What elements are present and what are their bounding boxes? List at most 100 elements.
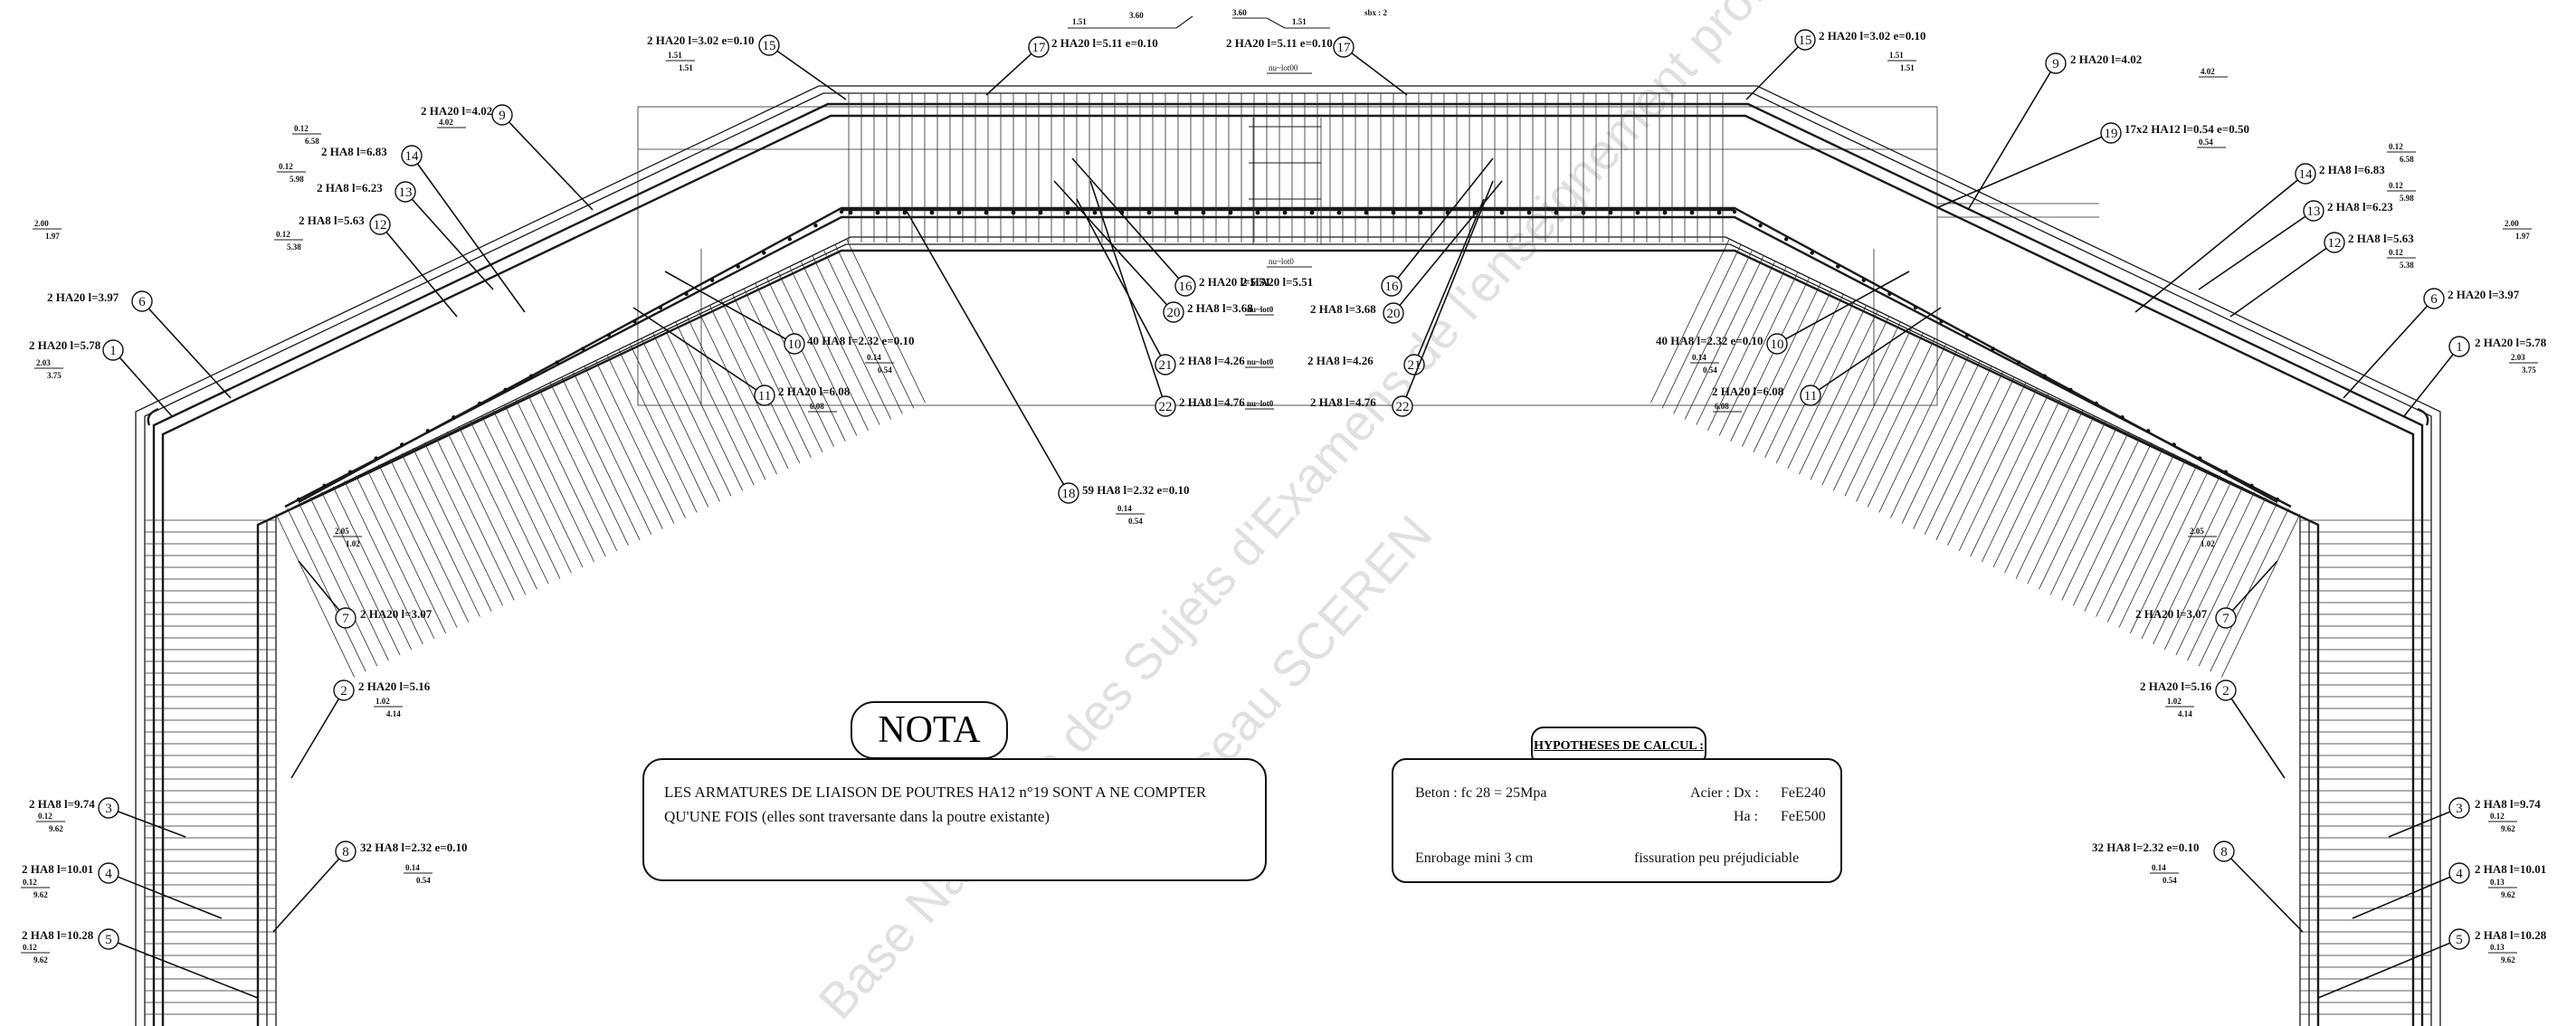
callout-right-12-bubble	[2324, 232, 2345, 253]
callout-left-21-bubble	[1155, 354, 1176, 375]
callout-right-5-label: 2 HA8 l=10.28	[2475, 928, 2547, 942]
callout-right-15-bubble	[1794, 29, 1816, 51]
callout-right-5-dim2: 9.62	[2501, 955, 2515, 964]
callout-left-13-label: 2 HA8 l=6.23	[317, 181, 383, 195]
callout-left-6-label: 2 HA20 l=3.97	[47, 290, 119, 304]
callout-right-19-label: 17x2 HA12 l=0.54 e=0.50	[2124, 122, 2249, 136]
callout-right-21: 212 HA8 l=4.26	[1307, 198, 1485, 375]
callout-left-3: 32 HA8 l=9.740.129.62	[29, 797, 186, 838]
callout-right-7: 72 HA20 l=3.072.051.02	[2135, 527, 2278, 629]
callout-right-22-label: 2 HA8 l=4.76	[1310, 395, 1376, 409]
callout-left-7-number: 7	[342, 612, 349, 626]
callout-right-8-dim2: 0.54	[2163, 876, 2177, 885]
callout-right-12-number: 12	[2328, 236, 2342, 251]
callout-left-13-dim1: 0.12	[279, 162, 293, 171]
callout-left-16-bubble	[1174, 275, 1196, 297]
callout-left-2-dim2: 4.14	[386, 709, 401, 718]
callout-left-17-label: 2 HA20 l=5.11 e=0.10	[1051, 36, 1158, 50]
ha-label: Ha :	[1734, 809, 1759, 824]
callout-right-2-number: 2	[2222, 684, 2229, 698]
callout-right-13-label: 2 HA8 l=6.23	[2327, 200, 2393, 214]
scale-label: sbx : 2	[1364, 8, 1388, 17]
callout-left-4-number: 4	[105, 867, 112, 881]
callout-right-21-label: 2 HA8 l=4.26	[1307, 354, 1374, 367]
callout-right-4-bubble	[2448, 862, 2470, 884]
callout-left-10-bubble	[784, 333, 805, 355]
callout-left-8-bubble	[335, 841, 356, 862]
callout-left-10-number: 10	[788, 337, 802, 352]
dim-3-60-b: 3.60	[1232, 8, 1247, 17]
callout-left-14-number: 14	[405, 149, 420, 164]
callout-left-7-bubble	[335, 607, 356, 629]
callout-right-16: 162 HA20 l=5.51	[1241, 157, 1494, 297]
callout-right-10-dim1: 0.14	[1692, 353, 1706, 362]
callout-left-6-bubble	[131, 290, 153, 312]
callout-left-11-dim1: 6.08	[810, 402, 824, 411]
callout-right-14-number: 14	[2299, 167, 2314, 182]
callout-left-8-number: 8	[342, 845, 349, 860]
callout-right-1-number: 1	[2456, 340, 2463, 355]
callout-left-4: 42 HA8 l=10.010.129.62	[21, 862, 223, 919]
callout-left-4-dim2: 9.62	[33, 890, 48, 899]
callout-right-11-number: 11	[1804, 389, 1817, 404]
callout-left-9-label: 2 HA20 l=4.02	[421, 104, 492, 118]
callout-right-16-label: 2 HA20 l=5.51	[1241, 275, 1313, 289]
callout-right-5-number: 5	[2456, 933, 2463, 947]
callout-left-7-label: 2 HA20 l=3.07	[360, 607, 433, 621]
callout-left-20-label: 2 HA8 l=3.68	[1187, 301, 1253, 315]
callout-right-20-number: 20	[1387, 307, 1401, 321]
callout-left-2-bubble	[333, 679, 355, 701]
callout-left-6-dim1: 2.00	[34, 219, 49, 228]
callout-left-8-dim1: 0.14	[405, 863, 420, 872]
callout-right-5-dim1: 0.13	[2490, 943, 2505, 952]
callout-right-10-bubble	[1766, 333, 1788, 355]
ha-value: FeE500	[1781, 809, 1826, 824]
callout-left-7-dim1: 2.05	[335, 527, 349, 536]
callout-left-17-number: 17	[1032, 41, 1047, 55]
callout-left-8-label: 32 HA8 l=2.32 e=0.10	[360, 841, 467, 854]
hypotheses-box: Beton : fc 28 = 25Mpa Acier : Dx : FeE24…	[1392, 758, 1842, 883]
callout-right-14-bubble	[2295, 163, 2316, 185]
dim-3-60-a: 3.60	[1129, 11, 1144, 20]
nota-title: NOTA	[851, 701, 1008, 759]
callout-left-14: 142 HA8 l=6.830.126.58	[292, 124, 526, 313]
callout-left-15-dim1: 1.51	[668, 51, 682, 60]
callout-left-13-bubble	[394, 181, 416, 203]
callout-left-10-dim1: 0.14	[867, 353, 881, 362]
callout-right-11: 112 HA20 l=6.086.08	[1712, 307, 1942, 413]
callout-right-1-bubble	[2448, 336, 2470, 357]
callout-left-3-label: 2 HA8 l=9.74	[29, 797, 95, 811]
callout-right-14-dim1: 0.12	[2389, 142, 2403, 151]
callout-left-4-label: 2 HA8 l=10.01	[22, 862, 93, 876]
callout-left-2-dim1: 1.02	[375, 697, 390, 706]
callout-right-17-label: 2 HA20 l=5.11 e=0.10	[1226, 36, 1333, 50]
callout-left-22-label: 2 HA8 l=4.76	[1179, 395, 1245, 409]
callout-right-7-dim1: 2.05	[2190, 527, 2204, 536]
callout-left-1-label: 2 HA20 l=5.78	[29, 338, 101, 352]
callout-right-11-bubble	[1800, 385, 1821, 406]
callout-left-1-dim2: 3.75	[47, 371, 62, 380]
callout-right-19-dim1: 0.54	[2199, 138, 2213, 147]
callout-right-8-bubble	[2213, 841, 2235, 862]
callout-right-7-number: 7	[2222, 612, 2229, 626]
callout-left-13: 132 HA8 l=6.230.125.98	[277, 162, 494, 290]
callout-right-8-label: 32 HA8 l=2.32 e=0.10	[2092, 841, 2199, 854]
callout-right-16-bubble	[1381, 275, 1402, 297]
callout-right-15-dim2: 1.51	[1900, 63, 1915, 72]
callout-right-22: 222 HA8 l=4.76	[1310, 180, 1494, 417]
callout-right-4-dim2: 9.62	[2501, 890, 2515, 899]
callout-left-22-bubble	[1155, 395, 1176, 417]
nota-line-2: QU'UNE FOIS (elles sont traversante dans…	[664, 808, 1050, 825]
callout-left-3-dim2: 9.62	[49, 824, 63, 833]
callout-left-6-dim2: 1.97	[45, 232, 60, 241]
callout-left-22-number: 22	[1159, 400, 1173, 414]
dim-1-51-b: 1.51	[1292, 17, 1307, 26]
fissuration-spec: fissuration peu préjudiciable	[1634, 850, 1800, 866]
